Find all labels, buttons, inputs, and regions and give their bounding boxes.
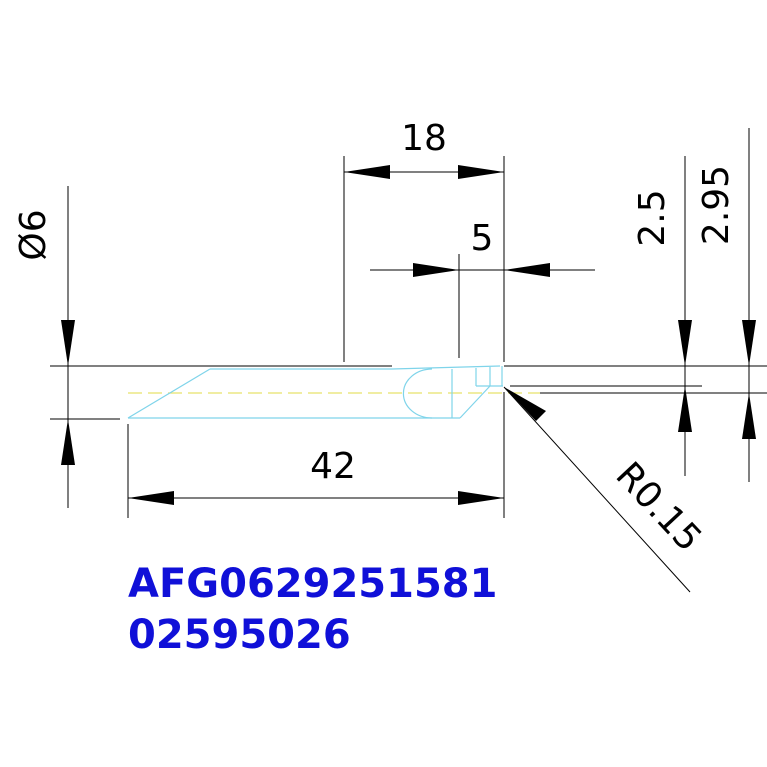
dimension-2-95: 2.95 — [696, 128, 756, 482]
dim-2-95-label: 2.95 — [696, 165, 737, 245]
dimension-18: 18 — [343, 118, 505, 362]
right-extension-lines — [504, 365, 767, 394]
dimension-5: 5 — [370, 218, 595, 358]
dimension-diameter-6: Ø6 — [13, 186, 392, 508]
dim-radius-label: R0.15 — [608, 455, 710, 560]
part-outline — [127, 365, 540, 419]
dim-2-5-label: 2.5 — [632, 189, 673, 246]
dim-5-label: 5 — [471, 218, 494, 259]
part-number: AFG0629251581 — [128, 561, 497, 607]
dim-diameter-label: Ø6 — [13, 209, 54, 260]
dimension-42: 42 — [127, 392, 505, 518]
dimension-2-5: 2.5 — [632, 156, 692, 476]
dimension-radius: R0.15 — [503, 386, 710, 593]
dim-18-label: 18 — [401, 118, 447, 159]
dim-42-label: 42 — [310, 446, 356, 487]
part-code: 02595026 — [128, 612, 351, 658]
